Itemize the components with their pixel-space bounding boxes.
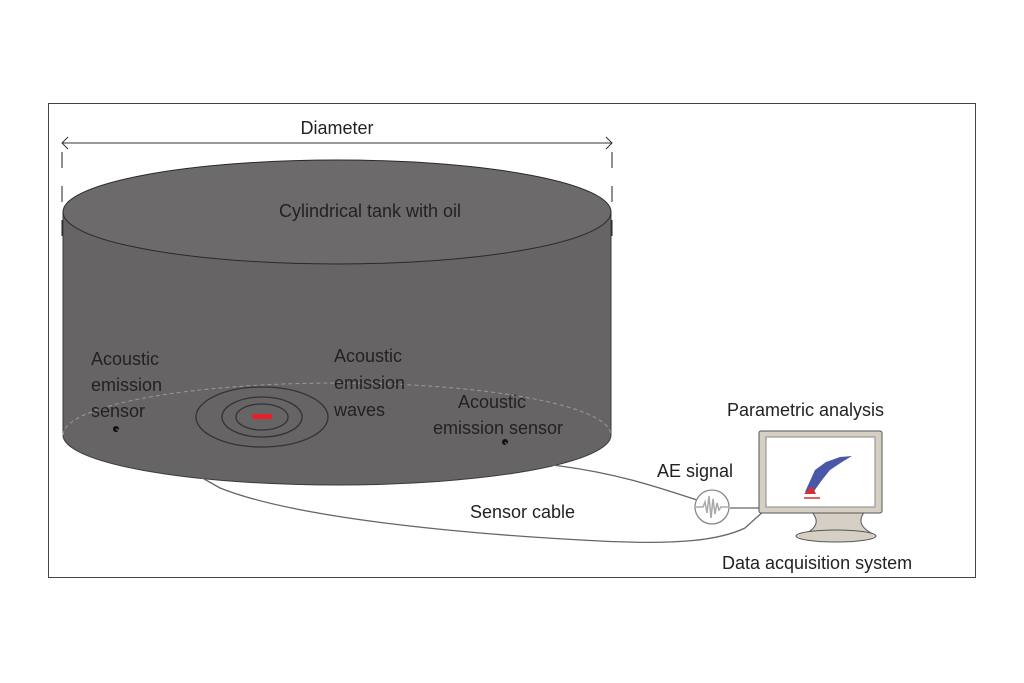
left-sensor-cable bbox=[115, 428, 766, 544]
sensor-cable-label: Sensor cable bbox=[470, 502, 575, 522]
monitor-base bbox=[795, 529, 877, 543]
monitor-icon bbox=[758, 430, 883, 543]
ae-signal-label: AE signal bbox=[657, 461, 733, 481]
parametric-analysis-label: Parametric analysis bbox=[727, 400, 884, 420]
scatter-plot-icon bbox=[804, 456, 852, 499]
tank-body bbox=[62, 211, 612, 486]
wave-ring-inner bbox=[235, 403, 289, 431]
wave-ring-outer bbox=[195, 386, 329, 448]
data-acquisition-label: Data acquisition system bbox=[722, 553, 912, 573]
arrow-left-icon bbox=[61, 136, 69, 150]
emission-source bbox=[252, 414, 272, 419]
tank-bottom-hidden-edge bbox=[62, 382, 612, 436]
diameter-label: Diameter bbox=[300, 118, 373, 138]
right-sensor-cable bbox=[504, 441, 698, 501]
acoustic-waves bbox=[195, 386, 329, 448]
wave-ring-middle bbox=[221, 396, 303, 438]
right-sensor-label: Acoustic emission sensor bbox=[433, 392, 563, 438]
diameter-dimension: Diameter bbox=[61, 118, 613, 240]
tank-label: Cylindrical tank with oil bbox=[279, 201, 461, 221]
left-sensor-label: Acoustic emission sensor bbox=[91, 349, 167, 421]
cylindrical-tank: Cylindrical tank with oil bbox=[62, 159, 612, 486]
tank-top bbox=[62, 159, 612, 265]
waves-label: Acoustic emission waves bbox=[333, 346, 410, 420]
ae-signal-icon bbox=[694, 489, 730, 525]
arrow-right-icon bbox=[605, 136, 613, 150]
